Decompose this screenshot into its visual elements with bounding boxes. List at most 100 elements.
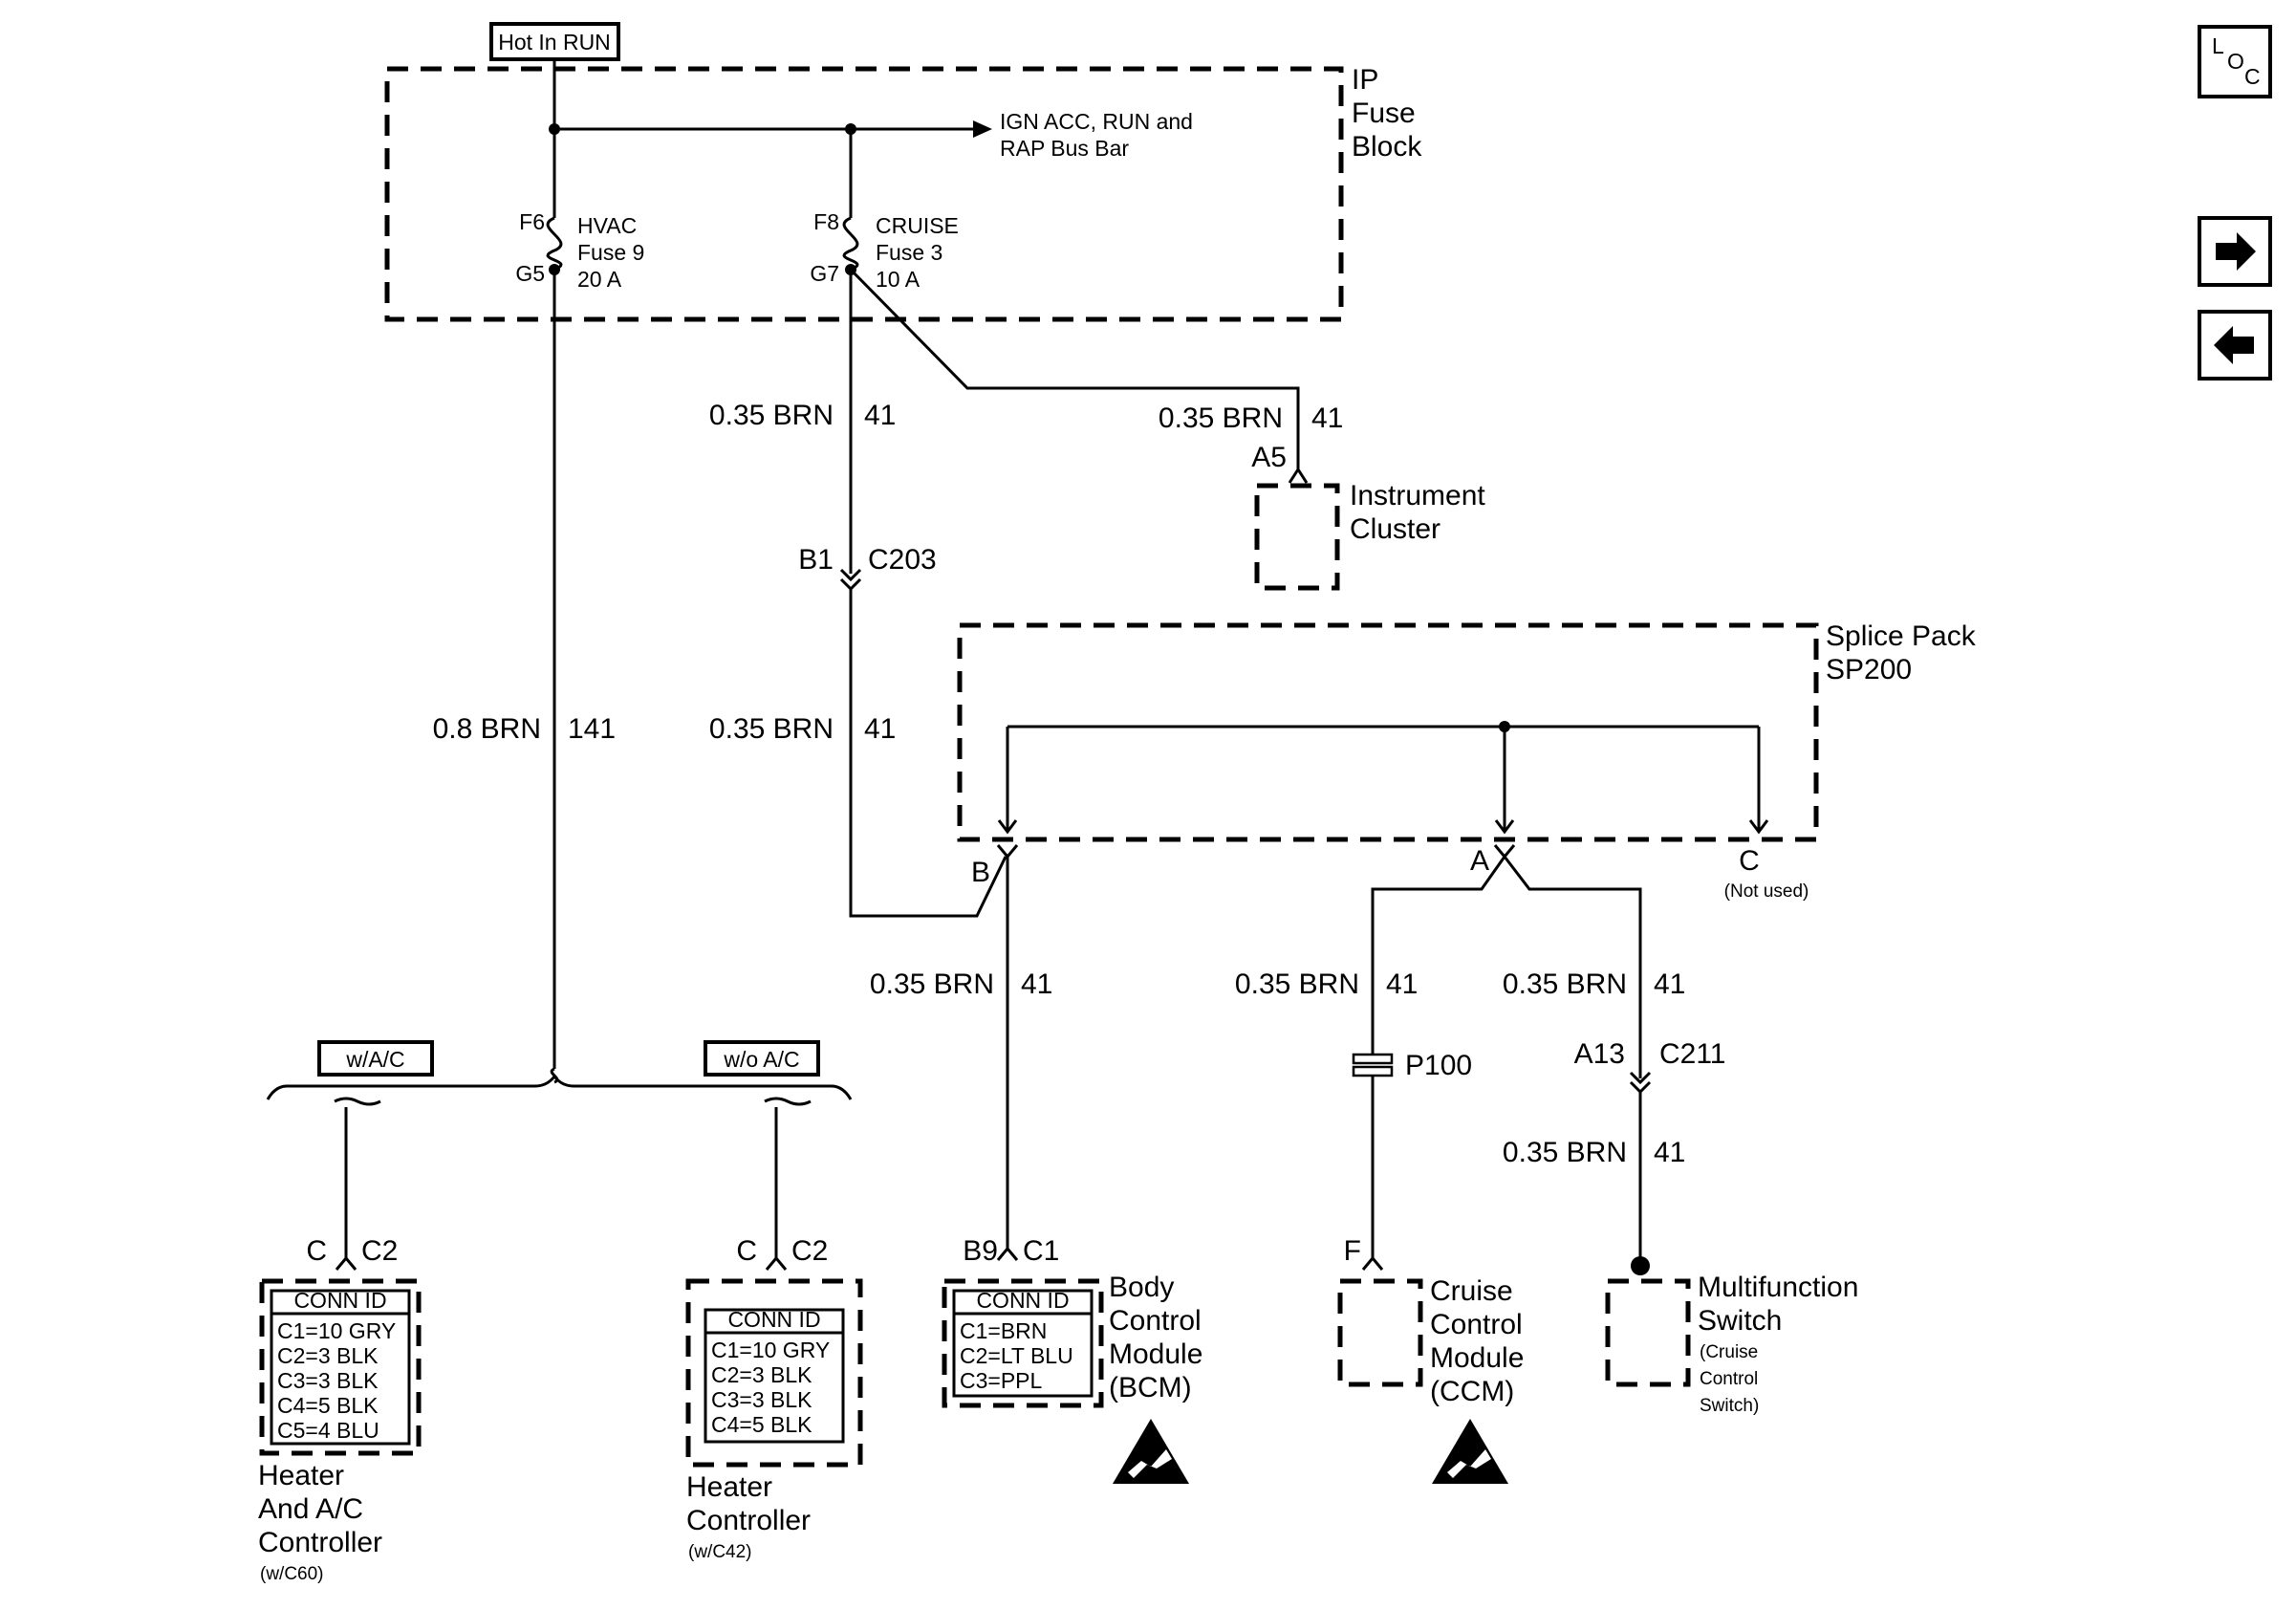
c211-connector-icon: [1629, 1071, 1652, 1085]
heater-connector-icon: [765, 1255, 788, 1271]
c203-connector: C203: [868, 544, 937, 576]
splice-c-arrow-icon: [1748, 819, 1769, 835]
after-c203-wire-circuit: 41: [864, 713, 896, 745]
splice-a-arrow-icon: [1494, 819, 1515, 835]
svg-text:CONN ID: CONN ID: [293, 1288, 386, 1313]
svg-text:C: C: [2244, 64, 2261, 89]
c211-pin: A13: [1574, 1038, 1625, 1070]
p100-connector-icon: [1352, 1053, 1394, 1077]
hvac-fuse-rating: 20 A: [577, 267, 622, 292]
splice-b-arrow-icon: [997, 819, 1018, 835]
mfs-note-3: Switch): [1700, 1396, 1759, 1416]
c211-wire-size: 0.35 BRN: [1503, 968, 1627, 1000]
bcm-connector: C1: [1023, 1235, 1059, 1267]
hvac-fuse: [546, 129, 563, 1069]
conn-id-row: C2=3 BLK: [711, 1362, 812, 1387]
after-c211-wire-size: 0.35 BRN: [1503, 1137, 1627, 1168]
heater-ac-connector: C2: [361, 1235, 398, 1267]
hvac-fuse-name: HVAC: [577, 213, 637, 238]
svg-text:CONN ID: CONN ID: [727, 1307, 820, 1332]
splice-pack-outline: [957, 622, 1819, 842]
hvac-wire-size: 0.8 BRN: [433, 713, 541, 745]
heater-conn-id-table: CONN ID C1=10 GRY C2=3 BLK C3=3 BLK C4=5…: [704, 1307, 845, 1444]
conn-id-row: C3=PPL: [960, 1368, 1043, 1393]
p100-wire-size: 0.35 BRN: [1235, 968, 1359, 1000]
conn-id-row: C1=BRN: [960, 1318, 1047, 1343]
ccm-name-3: Module: [1430, 1342, 1524, 1374]
splice-pin-b: B: [971, 857, 990, 888]
mfs-connection-dot: [1631, 1256, 1650, 1275]
splice-pack-name-1: Splice Pack: [1826, 620, 1977, 652]
heater-name-2: Controller: [686, 1505, 811, 1536]
mfs-note-1: (Cruise: [1700, 1342, 1758, 1362]
hvac-out-pin: G5: [515, 261, 545, 286]
option-bracket: [266, 1074, 853, 1100]
heater-ac-name-3: Controller: [258, 1527, 382, 1558]
c211-wire-41: [1503, 856, 1642, 1078]
cluster-wire-size: 0.35 BRN: [1159, 402, 1283, 434]
heater-name-1: Heater: [686, 1471, 772, 1503]
hot-in-run-label: Hot In RUN: [489, 22, 620, 61]
heater-ac-note: (w/C60): [260, 1564, 324, 1584]
heater-connector: C2: [791, 1235, 828, 1267]
conn-id-row: C1=10 GRY: [277, 1318, 396, 1343]
cluster-pin: A5: [1251, 442, 1287, 473]
svg-text:O: O: [2227, 49, 2244, 74]
conn-id-row: C3=3 BLK: [277, 1368, 379, 1393]
c203-connector-icon: [839, 568, 862, 582]
svg-text:w/o A/C: w/o A/C: [723, 1047, 799, 1072]
arrow-right-icon: [2216, 232, 2256, 271]
svg-text:w/A/C: w/A/C: [345, 1047, 404, 1072]
heater-ac-name-2: And A/C: [258, 1493, 363, 1525]
p100-wire-41: [1371, 856, 1506, 1055]
c211-connector: C211: [1659, 1038, 1726, 1070]
cruise-wire-size: 0.35 BRN: [709, 400, 834, 431]
heater-ac-pin: C: [306, 1235, 327, 1267]
bcm-name-4: (BCM): [1109, 1372, 1192, 1403]
after-c203-wire-size: 0.35 BRN: [709, 713, 834, 745]
after-c211-wire-circuit: 41: [1654, 1137, 1685, 1168]
with-ac-option-label: w/A/C: [317, 1040, 434, 1077]
cruise-fuse-name: CRUISE: [876, 213, 959, 238]
svg-text:CONN ID: CONN ID: [976, 1288, 1069, 1313]
ccm-name-2: Control: [1430, 1309, 1523, 1340]
bcm-name-1: Body: [1109, 1272, 1174, 1303]
ccm-pin: F: [1344, 1235, 1361, 1267]
conn-id-row: C2=LT BLU: [960, 1343, 1073, 1368]
splice-a-connector-icon: [1493, 844, 1516, 859]
loc-button[interactable]: L O C: [2198, 25, 2272, 98]
ip-fuse-block-outline: [384, 66, 1344, 322]
bcm-conn-id-table: CONN ID C1=BRN C2=LT BLU C3=PPL: [952, 1288, 1094, 1398]
instrument-cluster-box: [1254, 483, 1340, 591]
conn-id-row: C2=3 BLK: [277, 1343, 379, 1368]
without-ac-option-label: w/o A/C: [704, 1040, 820, 1077]
heater-controller-box: [685, 1278, 863, 1468]
ccm-name-1: Cruise: [1430, 1275, 1513, 1307]
bcm-name-3: Module: [1109, 1338, 1202, 1370]
cruise-fuse-number: Fuse 3: [876, 240, 942, 265]
p100-wire-circuit: 41: [1386, 968, 1418, 1000]
fuse-block-name-3: Block: [1352, 131, 1422, 163]
next-page-button[interactable]: [2198, 216, 2272, 287]
bcm-pin: B9: [963, 1235, 998, 1267]
heater-ac-name-1: Heater: [258, 1460, 344, 1491]
conn-id-row: C1=10 GRY: [711, 1338, 830, 1362]
hvac-fuse-icon: [546, 216, 563, 272]
c211-wire-circuit: 41: [1654, 968, 1685, 1000]
conn-id-row: C3=3 BLK: [711, 1387, 812, 1412]
heater-ac-controller-box: [259, 1278, 422, 1456]
instrument-cluster-name-1: Instrument: [1350, 480, 1485, 511]
mfs-name-2: Switch: [1698, 1305, 1782, 1337]
bus-bar-label-1: IGN ACC, RUN and: [1000, 109, 1193, 134]
bus-bar-arrow-icon: [973, 120, 992, 138]
splice-pin-c: C: [1739, 845, 1760, 877]
p100-name: P100: [1405, 1050, 1472, 1081]
bcm-wire-circuit: 41: [1021, 968, 1052, 1000]
fuse-block-name-2: Fuse: [1352, 98, 1416, 129]
splice-pack-name-2: SP200: [1826, 654, 1912, 685]
previous-page-button[interactable]: [2198, 310, 2272, 381]
bus-bar-label-2: RAP Bus Bar: [1000, 136, 1129, 161]
cruise-out-pin: G7: [810, 261, 839, 286]
ccm-box: [1337, 1278, 1423, 1387]
